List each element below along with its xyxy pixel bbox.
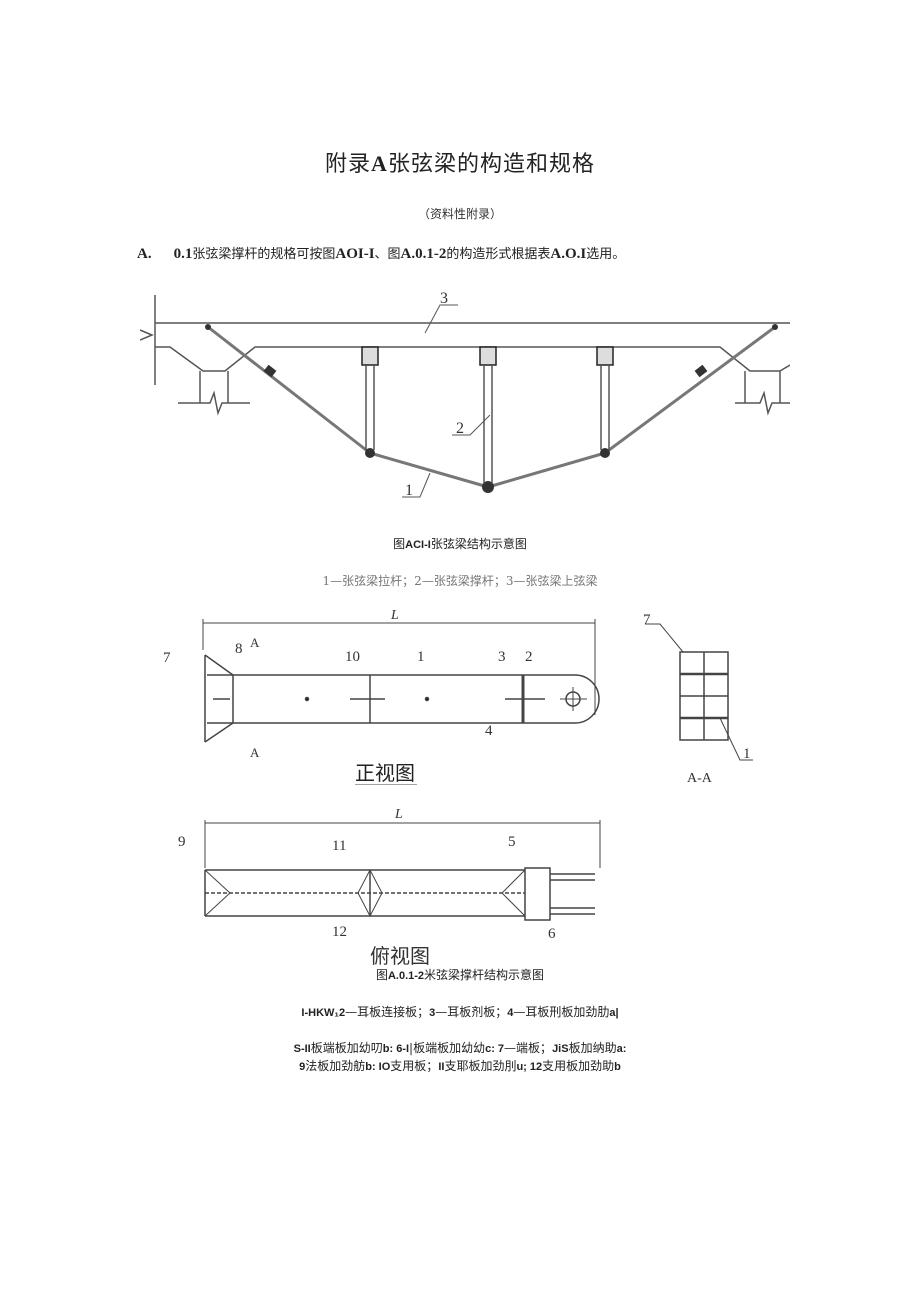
section-view-title: A-A — [687, 771, 713, 786]
table-ref: A.O.I — [550, 246, 587, 262]
label-5: 5 — [508, 834, 516, 850]
label-2: 2 — [456, 420, 464, 437]
label-1: 1 — [405, 482, 413, 499]
caption-ref: A.0.1-2 — [387, 970, 425, 982]
break-mark — [140, 329, 154, 341]
figure-ref: A.0.1-2 — [400, 246, 447, 262]
clause-text: 的构造形式根据表 — [446, 247, 551, 262]
caption-text: 米弦梁撑杆结构示意图 — [424, 968, 545, 982]
clause-text: 张弦梁撑杆的规格可按图 — [192, 247, 336, 262]
figure-2-front-view: L 7 8 10 1 3 2 4 A A 正视图 — [163, 608, 600, 785]
label-11: 11 — [332, 838, 346, 854]
caption-prefix: 图 — [375, 968, 388, 982]
caption-text: 张弦梁结构示意图 — [430, 537, 527, 551]
label-6: 6 — [548, 926, 556, 942]
notes-line-2: S-II板端板加幼叨b: 6-I|板端板加幼幼c: 7—端板；JiS板加纳助a: — [293, 1041, 627, 1055]
front-view-title: 正视图 — [355, 762, 415, 785]
clause-a-0-1: A. 0.1张弦梁撑杆的规格可按图AOI-I、图A.0.1-2的构造形式根据表A.… — [137, 243, 625, 263]
figure-1-legend: 1—张弦梁拉杆；2—张弦梁撑杆；3—张弦梁上弦梁 — [322, 574, 598, 588]
label-12: 12 — [332, 924, 347, 940]
page-title: 附录A张弦梁的构造和规格 — [0, 146, 920, 178]
title-letter: A — [371, 151, 388, 176]
label-2: 2 — [525, 649, 533, 665]
label-1: 1 — [743, 746, 751, 762]
figure-2-section-view: 7 1 A-A — [643, 612, 753, 786]
label-9: 9 — [178, 834, 186, 850]
strut — [361, 346, 614, 483]
label-1: 1 — [417, 649, 425, 665]
label-3: 3 — [498, 649, 506, 665]
dimension-L: L — [390, 608, 399, 623]
notes-line-3: 9法板加劲舫b: IO支用板；II支耶板加劲刖u; 12支用板加劲助b — [299, 1059, 621, 1073]
top-view-title: 俯视图 — [370, 945, 430, 968]
label-7: 7 — [163, 650, 171, 666]
label-4: 4 — [485, 723, 493, 739]
figure-1-caption: 图ACI-I张弦梁结构示意图 — [0, 535, 920, 552]
label-8: 8 — [235, 641, 243, 657]
left-support-break — [178, 390, 250, 416]
appendix-type: （资料性附录） — [417, 207, 502, 221]
title-rest: 张弦梁的构造和规格 — [387, 152, 595, 177]
label-7: 7 — [643, 612, 651, 628]
section-mark-top: A — [250, 635, 260, 650]
notes-line-1: I-HKW₁2—耳板连接板；3—耳板剂板；4—耳板刑板加劲肋a| — [301, 1005, 619, 1019]
turnbuckle-icons — [205, 324, 778, 493]
label-3: 3 — [440, 290, 448, 307]
clause-number-b: 0.1 — [173, 246, 193, 262]
title-prefix: 附录 — [325, 152, 372, 177]
caption-prefix: 图 — [393, 537, 406, 551]
dimension-L: L — [394, 808, 403, 822]
tie-rod — [207, 325, 776, 489]
right-support-break — [735, 390, 790, 416]
figure-1-beam-string-diagram: 3 2 1 — [140, 290, 790, 499]
clause-text: 、图 — [374, 247, 401, 262]
figure-ref: AOI-I — [335, 246, 375, 262]
figure-2-caption: 图A.0.1-2米弦梁撑杆结构示意图 — [0, 966, 920, 983]
clause-number-a: A. — [137, 246, 152, 262]
label-10: 10 — [345, 649, 360, 665]
caption-ref: ACI-I — [405, 539, 431, 551]
upper-beam-bottom-line — [155, 346, 790, 372]
section-mark-bottom: A — [250, 745, 260, 760]
figure-2-top-view: L 9 11 12 5 6 俯视图 — [178, 808, 601, 968]
clause-text: 选用。 — [586, 247, 626, 262]
